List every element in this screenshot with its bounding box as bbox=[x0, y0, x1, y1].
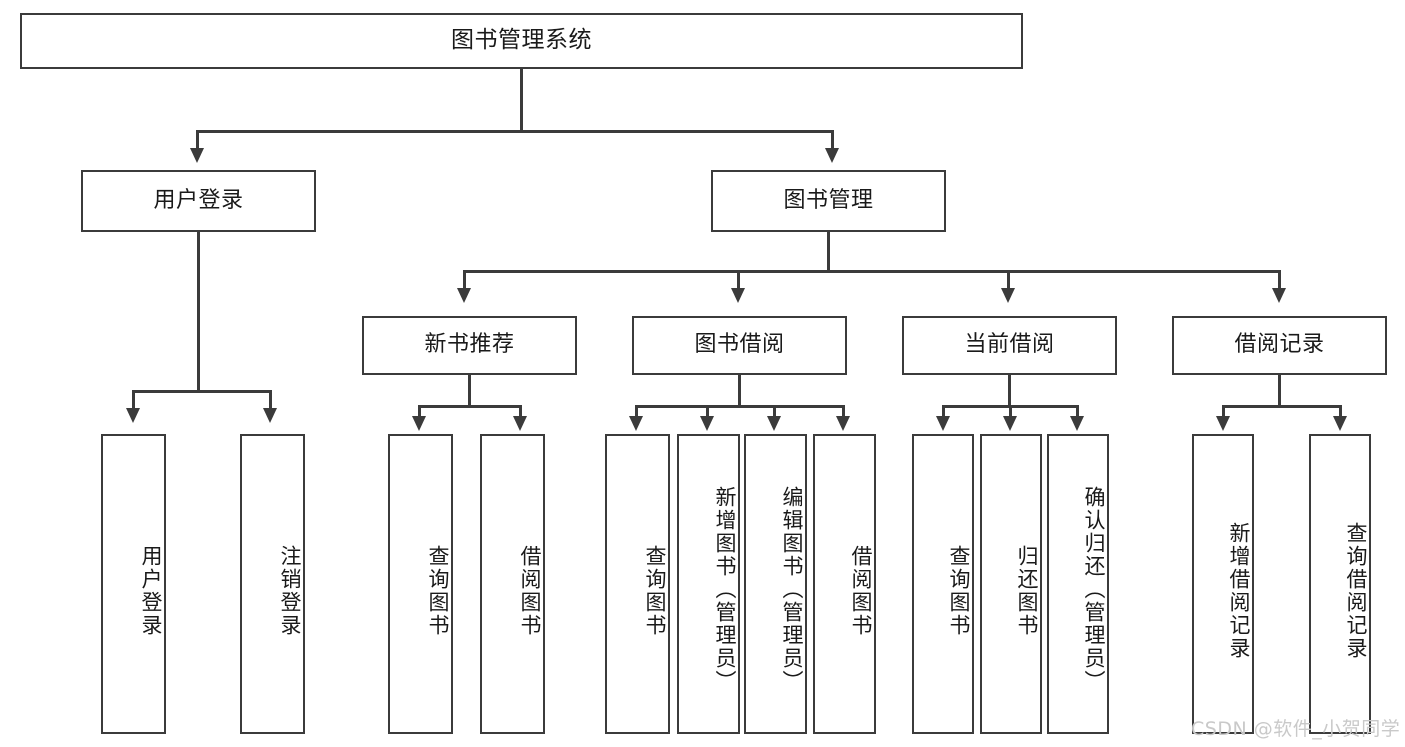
arrowhead-leaf-query-book-2 bbox=[629, 416, 643, 431]
connector-book-mgmt-to-l3-4 bbox=[1278, 270, 1281, 292]
node-user-login[interactable]: 用户登录 bbox=[81, 170, 316, 232]
leaf-current-borrow-return-book[interactable]: 归还图书 bbox=[980, 434, 1042, 734]
connector-book-borrow-to-leaf-4 bbox=[842, 405, 845, 420]
arrowhead-l3-new-book bbox=[457, 288, 471, 303]
connector-borrow-record-to-leaf-1 bbox=[1222, 405, 1225, 420]
arrowhead-l3-borrow-record bbox=[1272, 288, 1286, 303]
arrowhead-leaf-query-book-3 bbox=[936, 416, 950, 431]
arrowhead-leaf-confirm-return bbox=[1070, 416, 1084, 431]
leaf-book-borrow-query-book[interactable]: 查询图书 bbox=[605, 434, 670, 734]
connector-book-borrow-to-leaf-3 bbox=[773, 405, 776, 420]
connector-current-borrow-to-leaf-3 bbox=[1076, 405, 1079, 420]
connector-borrow-record-bus bbox=[1222, 405, 1341, 408]
connector-current-borrow-stem bbox=[1008, 375, 1011, 407]
node-book-borrow[interactable]: 图书借阅 bbox=[632, 316, 847, 375]
connector-book-borrow-to-leaf-1 bbox=[635, 405, 638, 420]
connector-current-borrow-to-leaf-1 bbox=[942, 405, 945, 420]
connector-root-bus bbox=[196, 130, 834, 133]
connector-book-mgmt-to-l3-2 bbox=[737, 270, 740, 292]
arrowhead-book-mgmt bbox=[825, 148, 839, 163]
connector-new-book-to-leaf-2 bbox=[519, 405, 522, 420]
connector-borrow-record-to-leaf-2 bbox=[1339, 405, 1342, 420]
arrowhead-leaf-borrow-book-2 bbox=[836, 416, 850, 431]
leaf-current-borrow-confirm-return[interactable]: 确认归还（管理员） bbox=[1047, 434, 1109, 734]
connector-user-login-stem bbox=[197, 232, 200, 392]
arrowhead-leaf-query-record bbox=[1333, 416, 1347, 431]
arrowhead-leaf-query-book-1 bbox=[412, 416, 426, 431]
leaf-new-book-query-book[interactable]: 查询图书 bbox=[388, 434, 453, 734]
arrowhead-leaf-add-record bbox=[1216, 416, 1230, 431]
connector-book-mgmt-bus bbox=[463, 270, 1280, 273]
arrowhead-user-login bbox=[190, 148, 204, 163]
connector-new-book-to-leaf-1 bbox=[418, 405, 421, 420]
leaf-borrow-record-add-record[interactable]: 新增借阅记录 bbox=[1192, 434, 1254, 734]
leaf-current-borrow-query-book[interactable]: 查询图书 bbox=[912, 434, 974, 734]
connector-current-borrow-to-leaf-2 bbox=[1009, 405, 1012, 420]
leaf-book-borrow-add-book[interactable]: 新增图书（管理员） bbox=[677, 434, 740, 734]
arrowhead-leaf-edit-book bbox=[767, 416, 781, 431]
leaf-book-borrow-edit-book[interactable]: 编辑图书（管理员） bbox=[744, 434, 807, 734]
node-borrow-record[interactable]: 借阅记录 bbox=[1172, 316, 1387, 375]
connector-book-borrow-to-leaf-2 bbox=[706, 405, 709, 420]
arrowhead-leaf-borrow-book-1 bbox=[513, 416, 527, 431]
node-book-management[interactable]: 图书管理 bbox=[711, 170, 946, 232]
connector-new-book-stem bbox=[468, 375, 471, 407]
leaf-logout[interactable]: 注销登录 bbox=[240, 434, 305, 734]
connector-root-stem bbox=[520, 69, 523, 132]
connector-root-to-book-mgmt bbox=[831, 130, 834, 152]
connector-user-login-bus bbox=[132, 390, 269, 393]
connector-book-borrow-stem bbox=[738, 375, 741, 407]
arrowhead-l3-book-borrow bbox=[731, 288, 745, 303]
leaf-new-book-borrow-book[interactable]: 借阅图书 bbox=[480, 434, 545, 734]
node-current-borrow[interactable]: 当前借阅 bbox=[902, 316, 1117, 375]
connector-new-book-bus bbox=[418, 405, 521, 408]
leaf-borrow-record-query-record[interactable]: 查询借阅记录 bbox=[1309, 434, 1371, 734]
connector-root-to-user-login bbox=[196, 130, 199, 152]
connector-user-login-to-leaf-2 bbox=[269, 390, 272, 412]
arrowhead-leaf-logout bbox=[263, 408, 277, 423]
node-new-book-recommend[interactable]: 新书推荐 bbox=[362, 316, 577, 375]
leaf-user-login[interactable]: 用户登录 bbox=[101, 434, 166, 734]
arrowhead-leaf-return-book bbox=[1003, 416, 1017, 431]
arrowhead-leaf-add-book bbox=[700, 416, 714, 431]
leaf-book-borrow-borrow-book[interactable]: 借阅图书 bbox=[813, 434, 876, 734]
arrowhead-leaf-user-login bbox=[126, 408, 140, 423]
connector-book-mgmt-to-l3-3 bbox=[1007, 270, 1010, 292]
connector-borrow-record-stem bbox=[1278, 375, 1281, 407]
connector-book-borrow-bus bbox=[635, 405, 844, 408]
connector-book-mgmt-to-l3-1 bbox=[463, 270, 466, 292]
connector-book-mgmt-stem bbox=[827, 232, 830, 272]
csdn-watermark: CSDN @软件_小贺同学 bbox=[1191, 718, 1401, 740]
arrowhead-l3-current-borrow bbox=[1001, 288, 1015, 303]
connector-user-login-to-leaf-1 bbox=[132, 390, 135, 412]
node-root-system[interactable]: 图书管理系统 bbox=[20, 13, 1023, 69]
